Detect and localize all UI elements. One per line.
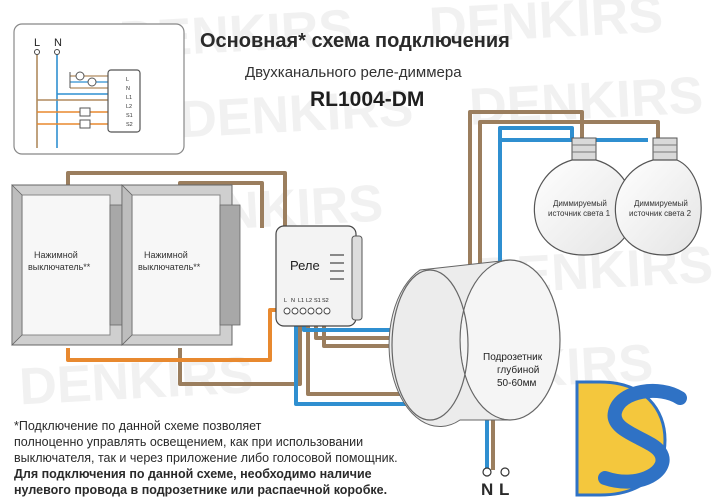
mini-pin-label: L2 — [126, 104, 132, 110]
mini-diagram: L N L N L1 L2 S1 S2 — [13, 23, 185, 155]
lamp-2-label: источник света 2 — [629, 209, 692, 218]
model-number: RL1004-DM — [310, 88, 425, 111]
switch-2-label: Нажимной — [144, 250, 188, 260]
page-title: Основная* схема подключения — [200, 30, 510, 52]
mini-pin-label: L1 — [126, 95, 132, 101]
terminal-l-label: L — [499, 480, 510, 499]
footnote-bold-line: нулевого провода в подрозетнике или расп… — [14, 483, 388, 497]
footnote-line: выключателя, так и через приложение либо… — [14, 451, 398, 465]
mini-pin-label: N — [126, 86, 130, 92]
ds-logo — [575, 380, 687, 497]
footnote-bold-line: Для подключения по данной схеме, необход… — [14, 467, 372, 481]
watermark-text: DENKIRS — [18, 346, 255, 416]
footnote: *Подключение по данной схеме позволяет п… — [14, 418, 424, 498]
terminal-n-label: N — [481, 480, 494, 499]
watermark-text: DENKIRS — [178, 79, 415, 149]
relay-module: Реле L N L1 L2 S1 S2 — [275, 225, 363, 327]
footnote-line: полноценно управлять освещением, как при… — [14, 435, 364, 449]
mini-pin-label: S2 — [126, 122, 133, 128]
page-subtitle: Двухканального реле-диммера — [245, 64, 462, 81]
switch-1-label: выключатель** — [28, 262, 91, 272]
mini-n-label: N — [54, 37, 62, 49]
mini-l-label: L — [34, 37, 40, 49]
wall-box-label: 50-60мм — [497, 378, 536, 389]
wall-box-label: Подрозетник — [483, 352, 543, 363]
relay-pin-label: L1 — [298, 298, 304, 304]
relay-pin-label: N — [291, 298, 295, 304]
lamp-2-label: Диммируемый — [634, 199, 688, 208]
switch-2-label: выключатель** — [138, 262, 201, 272]
lamp-2: Диммируемый источник света 2 — [614, 137, 702, 256]
switch-1: Нажимной выключатель** — [11, 184, 125, 346]
wall-box-label: глубиной — [497, 364, 539, 376]
switch-1-label: Нажимной — [34, 250, 78, 260]
relay-pin-label: L2 — [306, 298, 312, 304]
lamp-1-label: Диммируемый — [553, 199, 607, 208]
relay-pin-label: S1 — [314, 298, 321, 304]
wall-box: Подрозетник глубиной 50-60мм — [388, 259, 561, 427]
switch-2: Нажимной выключатель** — [121, 184, 241, 346]
relay-label: Реле — [290, 258, 320, 273]
terminals — [482, 467, 510, 477]
mini-pin-label: L — [126, 77, 129, 83]
watermark-text: DENKIRS — [468, 67, 705, 137]
lamp-1-label: источник света 1 — [548, 209, 611, 218]
mini-pin-label: S1 — [126, 113, 133, 119]
relay-pin-label: S2 — [322, 298, 329, 304]
footnote-line: *Подключение по данной схеме позволяет — [14, 419, 262, 433]
relay-pin-label: L — [284, 298, 287, 304]
